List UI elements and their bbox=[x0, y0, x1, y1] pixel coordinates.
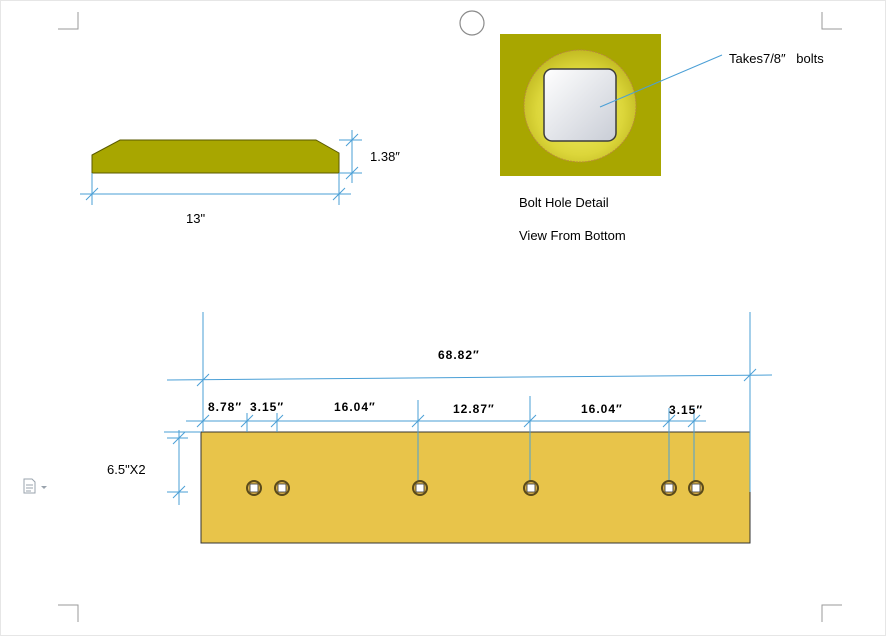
spacing-label-2: 3.15″ bbox=[250, 400, 284, 414]
bolt-holes bbox=[246, 480, 704, 496]
overall-length-dim-line bbox=[166, 374, 773, 381]
bolt-hole bbox=[246, 480, 262, 496]
bolt-detail-view-note: View From Bottom bbox=[519, 228, 626, 243]
profile-length-label: 13" bbox=[186, 211, 205, 226]
bolt-detail-caption: Bolt Hole Detail bbox=[519, 195, 609, 210]
width-label: 6.5"X2 bbox=[107, 462, 146, 477]
spacing-label-3: 16.04″ bbox=[334, 400, 376, 414]
bolt-callout-leader bbox=[599, 54, 723, 108]
bolt-callout-text: Takes7/8″ bolts bbox=[729, 51, 824, 66]
square-bolt-hole bbox=[543, 68, 617, 142]
bolt-hole bbox=[412, 480, 428, 496]
bolt-hole bbox=[274, 480, 290, 496]
header-circle-icon bbox=[459, 10, 485, 36]
bolt-hole bbox=[661, 480, 677, 496]
plan-view: 68.82″ 8.78″ 3.15″ 16.04″ 12.87″ 16.04″ … bbox=[107, 312, 773, 544]
bolt-hole-detail: Takes7/8″ bolts Bolt Hole Detail View Fr… bbox=[500, 34, 824, 243]
spacing-label-5: 16.04″ bbox=[581, 402, 623, 416]
profile-view: 13" 1.38″ bbox=[80, 130, 400, 226]
spacing-label-4: 12.87″ bbox=[453, 402, 495, 416]
page-corner-marks bbox=[58, 12, 842, 622]
document-options-button[interactable] bbox=[22, 478, 52, 494]
profile-height-label: 1.38″ bbox=[370, 149, 400, 164]
document-icon bbox=[23, 478, 47, 494]
profile-shape bbox=[91, 139, 340, 174]
bolt-hole bbox=[523, 480, 539, 496]
chevron-down-icon bbox=[41, 486, 47, 489]
overall-length-label: 68.82″ bbox=[438, 348, 480, 362]
plan-bar bbox=[200, 431, 751, 544]
bolt-hole bbox=[688, 480, 704, 496]
spacing-label-1: 8.78″ bbox=[208, 400, 242, 414]
spacing-label-6: 3.15″ bbox=[669, 403, 703, 417]
